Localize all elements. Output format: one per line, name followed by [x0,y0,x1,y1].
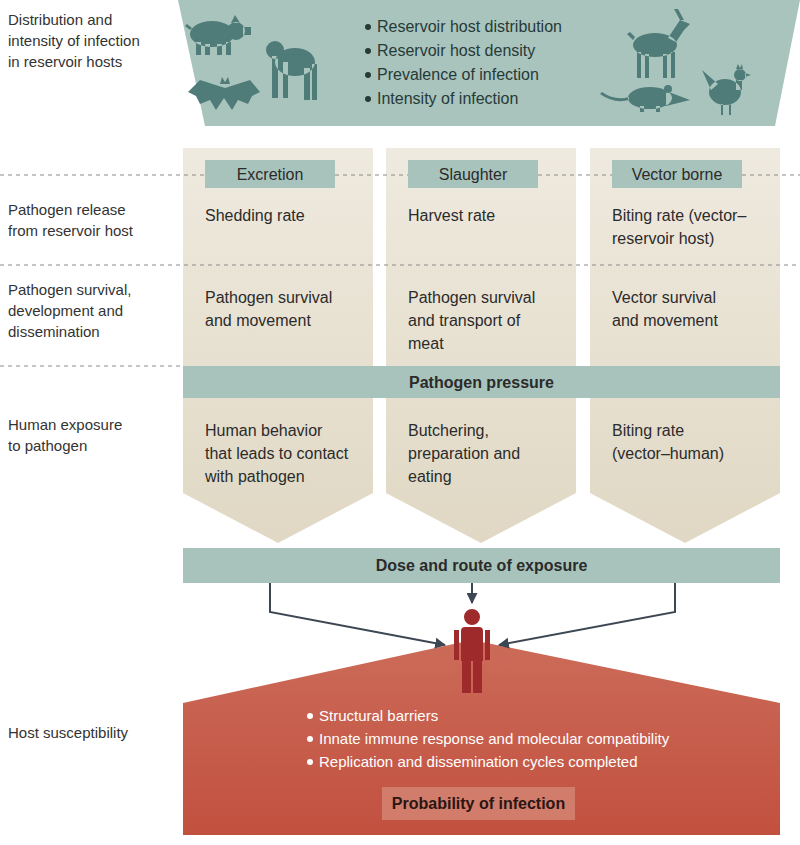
exposure-band: Dose and route of exposure [183,548,780,583]
pathway-column: Biting rate (vector– reservoir host) Vect… [590,148,780,543]
node-text: Slaughter [408,163,538,186]
chicken-silhouette [702,64,751,115]
node-text: Reservoir host distribution [365,15,697,39]
band-shape [178,0,800,126]
goat-silhouette [627,9,690,78]
pig-silhouette [185,15,251,55]
row-label: Pathogen release from reservoir host [8,199,148,241]
node-text: Probability of infection [382,792,575,815]
node-text: Biting rate (vector–human) [612,419,737,465]
row-label: Distribution and intensity of infection … [8,9,148,72]
node-text: Structural barriers [307,704,779,727]
node-text: Human behavior that leads to contact wit… [205,419,351,488]
pathway-column: Harvest ratePathogen survival and transp… [386,148,576,543]
node-text: Biting rate (vector– reservoir host) [612,204,752,250]
column-header: Slaughter [408,160,538,188]
node-text: Prevalence of infection [365,63,697,87]
pathway-column: Shedding ratePathogen survival and movem… [183,148,373,543]
node-text: Pathogen pressure [183,371,780,394]
chimp-silhouette [266,41,317,100]
node-text: Harvest rate [408,204,548,227]
node-text: Butchering, preparation and eating [408,419,548,488]
column-shape [183,148,373,543]
node-text: Vector survival and movement [612,286,737,332]
flow-arrow [471,583,473,603]
rat-silhouette [600,85,690,112]
outcome-box: Probability of infection [382,787,575,820]
row-label: Pathogen survival, development and disse… [8,279,148,342]
row-label: Host susceptibility [8,722,168,743]
node-text: Vector borne [612,163,742,186]
column-shape [590,148,780,543]
node-text: Shedding rate [205,204,345,227]
bat-silhouette [188,77,260,110]
node-text: Dose and route of exposure [183,554,780,577]
reservoir-band: Reservoir host distributionReservoir hos… [178,0,800,126]
column-shape [386,148,576,543]
node-text: Reservoir host density [365,39,697,63]
node-text: Excretion [205,163,335,186]
node-text: Pathogen survival and transport of meat [408,286,548,355]
pressure-band: Pathogen pressure [183,366,780,398]
column-header: Excretion [205,160,335,188]
row-divider [0,265,800,266]
node-text: Pathogen survival and movement [205,286,345,332]
node-text: Innate immune response and molecular com… [307,727,779,750]
flow-arrow [270,583,445,645]
node-text: Intensity of infection [365,87,697,111]
row-divider [0,366,183,367]
row-divider [0,175,800,176]
susceptibility-shape: Structural barriersInnate immune respons… [183,603,780,835]
node-text: Replication and dissemination cycles com… [307,750,779,773]
row-label: Human exposure to pathogen [8,414,133,456]
column-header: Vector borne [612,160,742,188]
flow-arrow [499,583,675,645]
person-icon [454,609,490,693]
